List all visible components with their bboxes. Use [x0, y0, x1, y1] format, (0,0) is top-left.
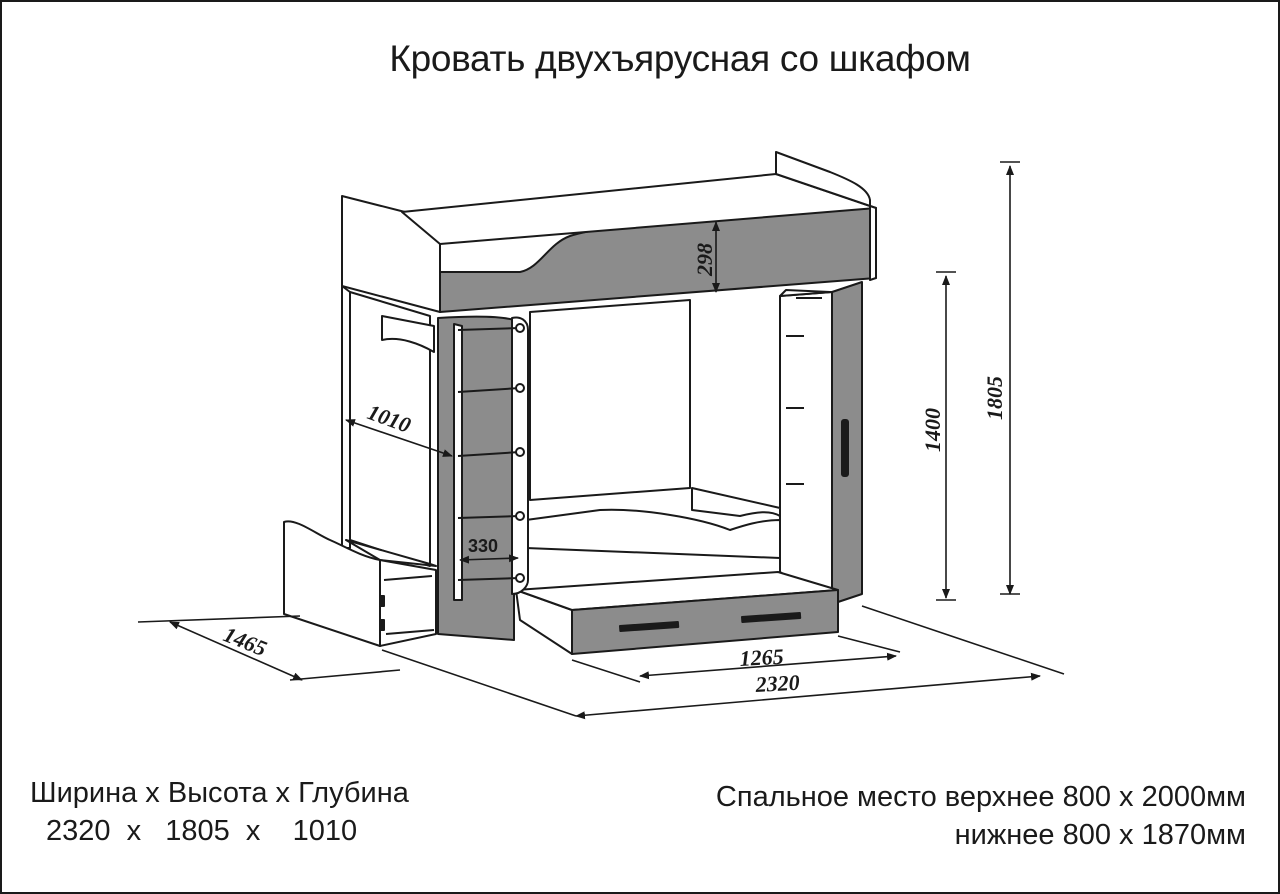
dim-ladder-width: 330	[468, 536, 498, 556]
ladder-bolt	[515, 447, 525, 457]
dim-height-total: 1805	[982, 376, 1007, 420]
dim-line-total-width	[575, 672, 1041, 720]
ladder-step	[457, 451, 521, 457]
sizes-label: Ширина х Высота х Глубина	[30, 777, 409, 809]
lower-bed-frame	[525, 508, 781, 559]
wardrobe-side	[779, 291, 833, 605]
desk-shelf-line	[385, 629, 435, 635]
desk-shelf	[379, 559, 437, 647]
left-bracket	[381, 315, 435, 353]
ladder-bolt	[515, 511, 525, 521]
drawer-handle	[619, 620, 680, 632]
dim-line-ladder	[459, 554, 519, 564]
dim-drawer-width: 1265	[739, 644, 784, 671]
desk-shelf-line	[383, 575, 433, 581]
dim-height-lower: 1400	[920, 408, 945, 452]
back-wall	[529, 299, 691, 501]
drawer-handle	[740, 611, 802, 623]
desk-peg	[379, 619, 385, 631]
ladder-side-rail	[453, 323, 463, 601]
dim-line-depth	[345, 419, 453, 457]
ladder-step	[457, 327, 521, 331]
sizes-values: 2320 х 1805 х 1010	[46, 815, 358, 847]
ladder-bolt	[515, 383, 525, 393]
ladder-step	[457, 515, 521, 519]
upper-headboard-right	[775, 151, 877, 281]
ladder-bolt	[515, 323, 525, 333]
dim-total-width: 2320	[754, 670, 800, 697]
left-post	[341, 285, 351, 549]
ladder-front-panel	[437, 315, 515, 641]
desk-peg	[379, 595, 385, 607]
lower-bed-headboard	[691, 487, 781, 517]
berth-upper: Спальное место верхнее 800 х 2000мм	[715, 781, 1246, 813]
ladder-step	[457, 387, 521, 393]
dim-side-height: 298	[692, 243, 717, 277]
ladder-step	[457, 577, 521, 581]
dim-line-drawer	[639, 652, 897, 680]
wardrobe-top	[779, 289, 833, 297]
dim-line-depth-bottom	[169, 621, 303, 681]
drawer-front	[571, 589, 839, 655]
wardrobe-handle	[841, 419, 849, 477]
page-title: Кровать двухъярусная со шкафом	[389, 38, 971, 79]
berth-lower: нижнее 800 х 1870мм	[954, 819, 1246, 851]
desk-top	[345, 539, 437, 567]
ladder-bolt	[515, 573, 525, 583]
